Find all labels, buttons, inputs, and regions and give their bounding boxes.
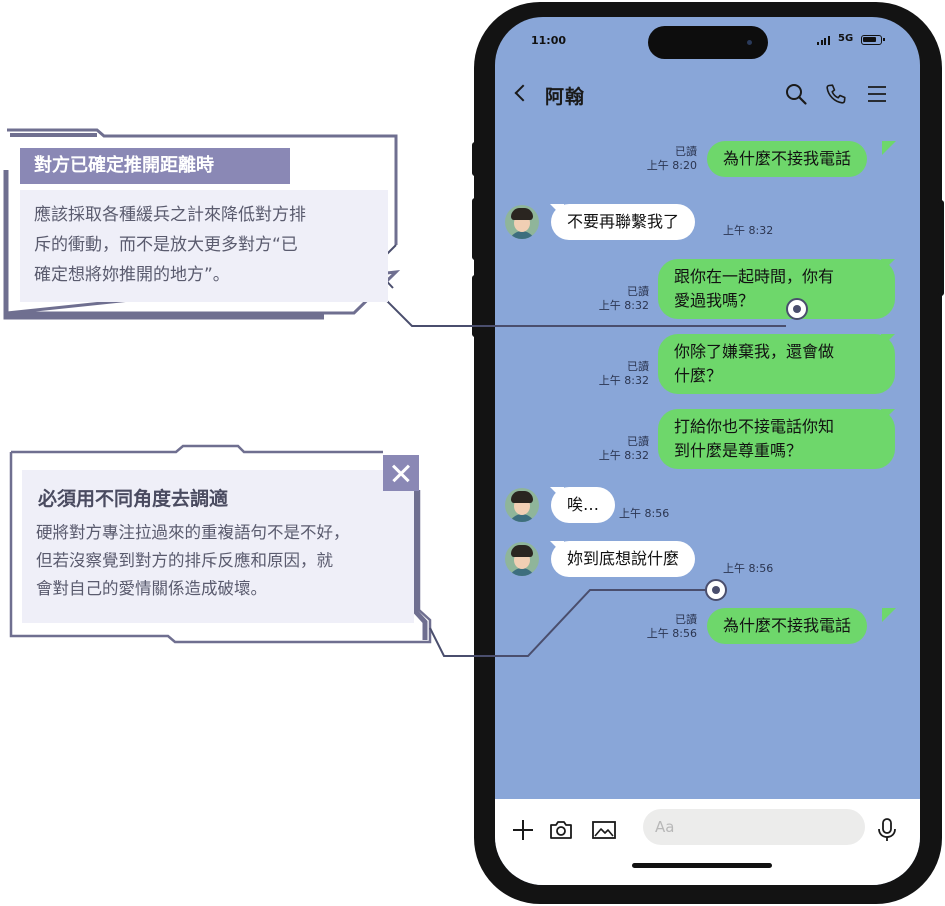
- dynamic-island: [648, 26, 768, 59]
- callout-body-line: 應該採取各種緩兵之計來降低對方排: [34, 205, 306, 225]
- plus-icon[interactable]: [510, 817, 536, 843]
- callout-panel-2: [22, 470, 414, 623]
- read-receipt: 已讀: [627, 285, 649, 298]
- message-bubble[interactable]: 為什麼不接我電話: [707, 608, 868, 644]
- home-indicator[interactable]: [632, 863, 772, 868]
- message-bubble[interactable]: 妳到底想說什麼: [551, 541, 696, 577]
- side-button-volume-down: [472, 275, 478, 337]
- chat-header: 阿翰: [495, 79, 920, 113]
- message-meta: 已讀 上午 8:20: [623, 145, 697, 173]
- message-bubble[interactable]: 唉…: [551, 487, 616, 523]
- callout-anchor-dot: [786, 298, 808, 320]
- message-bubble[interactable]: 你除了嫌棄我，還會做 什麼？: [658, 334, 895, 394]
- signal-icon: [817, 35, 830, 45]
- message-text-line: 到什麼是尊重嗎？: [674, 441, 803, 460]
- chevron-left-icon[interactable]: [514, 84, 532, 102]
- battery-icon: [861, 35, 885, 45]
- bubble-tail: [882, 608, 896, 622]
- message-meta: 已讀 上午 8:32: [575, 435, 649, 463]
- callout-title-2: 必須用不同角度去調適: [38, 488, 229, 510]
- message-text-line: 你除了嫌棄我，還會做: [674, 342, 835, 361]
- message-text: 唉…: [567, 495, 600, 514]
- message-time: 上午 8:56: [646, 627, 697, 640]
- avatar[interactable]: [505, 488, 539, 522]
- message-time: 上午 8:20: [646, 159, 697, 172]
- callout-body-1: 應該採取各種緩兵之計來降低對方排 斥的衝動，而不是放大更多對方“已 確定想將妳推…: [34, 200, 374, 290]
- read-receipt: 已讀: [675, 145, 697, 158]
- side-button-volume-up: [472, 198, 478, 260]
- read-receipt: 已讀: [627, 360, 649, 373]
- bubble-tail: [882, 141, 896, 155]
- phone-screen: 11:00 5G 阿翰 已讀 上午 8:20 為什麼不接我電話: [495, 17, 920, 885]
- read-receipt: 已讀: [675, 613, 697, 626]
- phone-icon[interactable]: [824, 82, 848, 106]
- message-time: 上午 8:32: [598, 299, 649, 312]
- microphone-icon[interactable]: [874, 817, 900, 843]
- avatar[interactable]: [505, 542, 539, 576]
- message-text-line: 打給你也不接電話你知: [674, 417, 835, 436]
- message-text-line: 跟你在一起時間，你有: [674, 267, 835, 286]
- network-type: 5G: [838, 33, 854, 44]
- read-receipt: 已讀: [627, 435, 649, 448]
- message-input[interactable]: Aa: [643, 809, 865, 845]
- input-bar: Aa: [495, 799, 920, 885]
- message-bubble[interactable]: 打給你也不接電話你知 到什麼是尊重嗎？: [658, 409, 895, 469]
- callout-body-line: 確定想將妳推開的地方”。: [34, 265, 230, 285]
- message-time: 上午 8:32: [723, 224, 774, 237]
- message-text: 不要再聯繫我了: [567, 212, 680, 231]
- callout-body-line: 硬將對方專注拉過來的重複語句不是不好，: [36, 523, 350, 542]
- message-text: 為什麼不接我電話: [723, 616, 852, 635]
- message-time: 上午 8:32: [598, 449, 649, 462]
- callout-body-line: 但若沒察覺到對方的排斥反應和原因，就: [36, 551, 333, 570]
- message-text-line: 什麼？: [674, 366, 723, 385]
- menu-icon[interactable]: [865, 82, 889, 106]
- message-time: 上午 8:56: [619, 507, 670, 520]
- callout-body-line: 斥的衝動，而不是放大更多對方“已: [34, 235, 298, 255]
- status-time: 11:00: [531, 34, 567, 47]
- callout-title-1: 對方已確定推開距離時: [20, 148, 290, 184]
- message-time: 上午 8:32: [598, 374, 649, 387]
- message-text: 為什麼不接我電話: [723, 149, 852, 168]
- image-icon[interactable]: [591, 817, 617, 843]
- contact-name[interactable]: 阿翰: [545, 86, 586, 108]
- callout-anchor-dot: [705, 579, 727, 601]
- side-button-action: [472, 142, 478, 176]
- front-camera-icon: [747, 40, 752, 45]
- message-bubble[interactable]: 跟你在一起時間，你有 愛過我嗎？: [658, 259, 895, 319]
- message-bubble[interactable]: 為什麼不接我電話: [707, 141, 868, 177]
- side-button-power: [938, 200, 944, 296]
- camera-icon[interactable]: [548, 817, 574, 843]
- status-bar: 11:00 5G: [495, 17, 920, 67]
- callout-body-line: 會對自己的愛情關係造成破壞。: [36, 579, 267, 598]
- callout-panel-1: [20, 190, 388, 302]
- close-icon[interactable]: [383, 455, 419, 491]
- search-icon[interactable]: [784, 82, 808, 106]
- message-meta: 已讀 上午 8:32: [575, 285, 649, 313]
- message-text: 妳到底想說什麼: [567, 549, 680, 568]
- message-meta: 已讀 上午 8:32: [575, 360, 649, 388]
- message-time: 上午 8:56: [723, 562, 774, 575]
- callout-body-2: 硬將對方專注拉過來的重複語句不是不好， 但若沒察覺到對方的排斥反應和原因，就 會…: [36, 519, 414, 603]
- message-input-placeholder: Aa: [655, 818, 675, 836]
- avatar[interactable]: [505, 205, 539, 239]
- message-meta: 已讀 上午 8:56: [623, 613, 697, 641]
- message-text-line: 愛過我嗎？: [674, 291, 755, 310]
- message-bubble[interactable]: 不要再聯繫我了: [551, 204, 696, 240]
